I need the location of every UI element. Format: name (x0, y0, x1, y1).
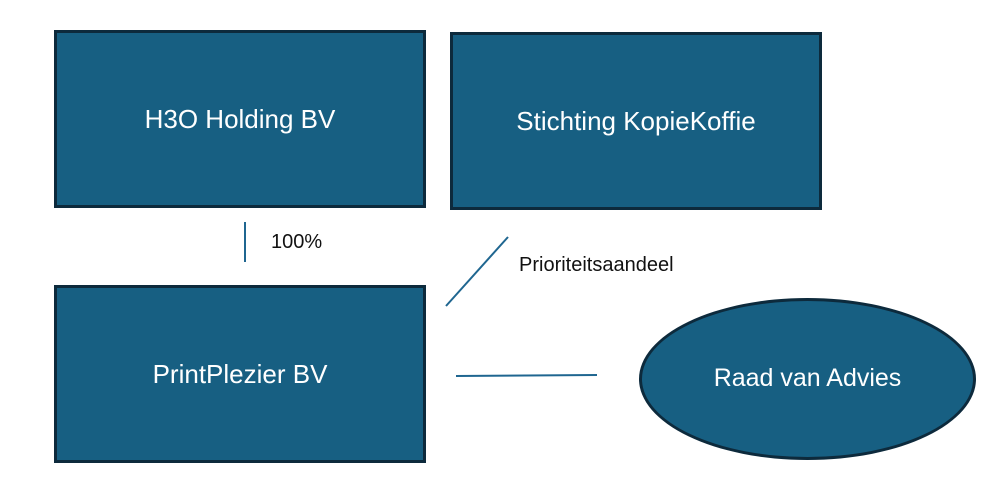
node-raad-van-advies-label: Raad van Advies (713, 364, 902, 393)
node-h3o-holding: H3O Holding BV (54, 30, 426, 208)
edge-label-priority-share: Prioriteitsaandeel (519, 254, 674, 276)
node-stichting-kopiekoffie: Stichting KopieKoffie (450, 32, 822, 210)
node-stichting-kopiekoffie-label: Stichting KopieKoffie (516, 105, 756, 136)
connector-advisory (455, 374, 598, 377)
node-printplezier: PrintPlezier BV (54, 285, 426, 463)
node-printplezier-label: PrintPlezier BV (152, 358, 328, 389)
connector-priority-share (445, 236, 509, 307)
node-raad-van-advies: Raad van Advies (639, 298, 976, 460)
node-h3o-holding-label: H3O Holding BV (144, 103, 336, 134)
edge-label-ownership: 100% (271, 231, 323, 253)
